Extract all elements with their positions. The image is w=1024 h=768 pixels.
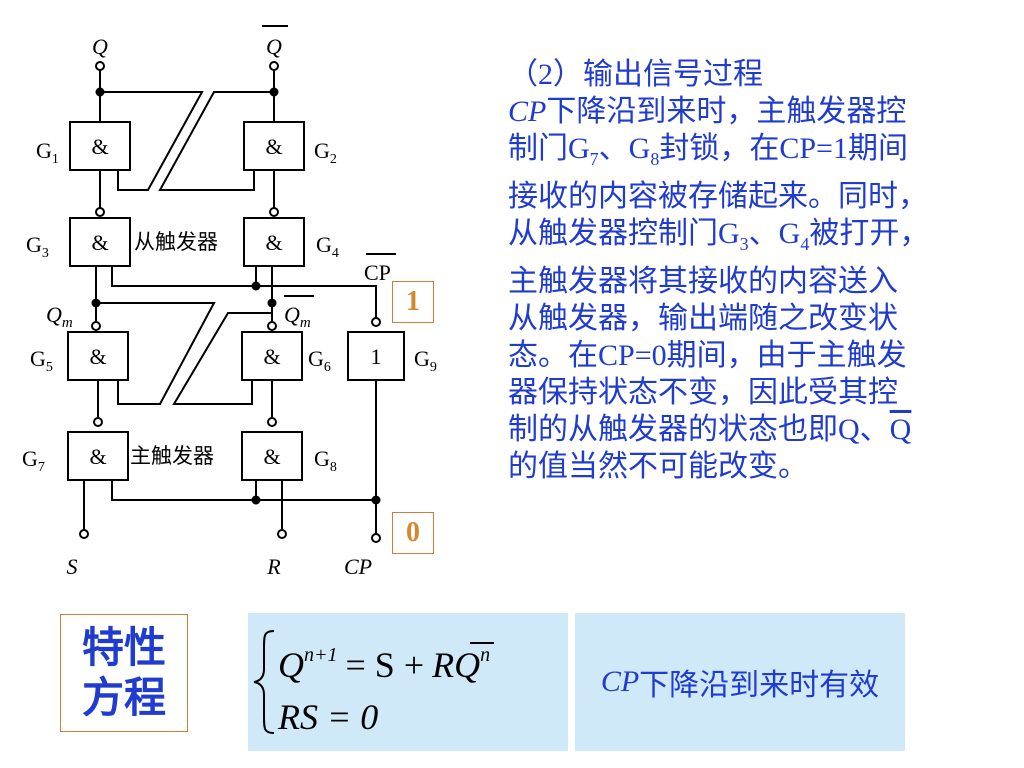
- gate-g5-symbol: &: [89, 344, 106, 369]
- gate-g7-symbol: &: [89, 444, 106, 469]
- equation-1: Qn+1= S +RQn: [278, 644, 490, 685]
- gate-g8-label: G8: [314, 446, 337, 475]
- desc-line-10: 的值当然不可能改变。: [508, 450, 808, 483]
- output-qbar-pin: [269, 61, 279, 71]
- input-r-label: R: [266, 554, 281, 579]
- gate-g8: [241, 431, 303, 481]
- output-qbar-label: Q: [266, 34, 282, 59]
- desc-line-8: 器保持状态不变，因此受其控: [508, 376, 898, 409]
- gate-g6-label: G6: [308, 346, 331, 375]
- gate-g4: [243, 217, 305, 267]
- cpbar-label: CP: [364, 260, 391, 285]
- gate-g3: [69, 217, 131, 267]
- desc-line-7: 态。在CP=0期间，由于主触发: [508, 339, 907, 372]
- desc-line-3: 接收的内容被存储起来。同时，: [508, 180, 928, 213]
- master-slave-flipflop-diagram: & & & & & & & & 1 G1 G2 G3 G4 G5 G6 G7 G…: [22, 25, 437, 579]
- gate-g7: [67, 431, 129, 481]
- characteristic-equation-title: 特性 方程: [60, 614, 188, 732]
- gate-g2-label: G2: [314, 138, 337, 167]
- output-q-label: Q: [92, 34, 108, 59]
- gate-g3-label: G3: [26, 232, 49, 261]
- desc-line-6: 从触发器，输出端随之改变状: [508, 302, 898, 335]
- desc-line-9: 制的从触发器的状态也即Q、Q: [508, 413, 912, 446]
- gate-g1: [69, 121, 131, 171]
- desc-heading: （2）输出信号过程: [508, 58, 763, 91]
- output-q-pin: [95, 61, 105, 71]
- cp-high-indicator: 1: [392, 281, 434, 323]
- gate-g9-symbol: 1: [371, 344, 382, 369]
- gate-g3-symbol: &: [91, 230, 108, 255]
- input-cp-pin: [371, 533, 381, 543]
- char-title-line-1: 特性: [81, 623, 166, 672]
- cp-low-indicator: 0: [392, 512, 434, 554]
- gate-g5-label: G5: [30, 346, 53, 375]
- gate-g9-label: G9: [414, 346, 437, 375]
- output-process-description: （2）输出信号过程 CP下降沿到来时，主触发器控 制门G7、G8封锁，在CP=1…: [508, 56, 998, 485]
- desc-line-4: 从触发器控制门G3、G4被打开，: [508, 217, 930, 254]
- gate-g4-symbol: &: [265, 230, 282, 255]
- gate-g1-symbol: &: [91, 134, 108, 159]
- char-title-line-2: 方程: [81, 673, 166, 722]
- qm-label: Qm: [46, 302, 73, 331]
- input-r-pin: [277, 529, 287, 539]
- desc-line-2: 制门G7、G8封锁，在CP=1期间: [508, 132, 908, 169]
- gate-g6-symbol: &: [263, 344, 280, 369]
- input-s-pin: [79, 529, 89, 539]
- equation-2: RS = 0: [277, 697, 378, 737]
- input-cp-label: CP: [344, 554, 372, 579]
- gate-g2-symbol: &: [265, 134, 282, 159]
- input-s-label: S: [67, 554, 78, 579]
- gate-g7-label: G7: [22, 446, 45, 475]
- gate-g1-label: G1: [36, 138, 59, 167]
- master-flipflop-label: 主触发器: [130, 444, 214, 468]
- gate-g4-label: G4: [316, 232, 339, 261]
- gate-g6: [241, 331, 303, 381]
- gate-g8-symbol: &: [263, 444, 280, 469]
- desc-line-5: 主触发器将其接收的内容送入: [508, 265, 898, 298]
- equation-graphic: Qn+1= S +RQn RS = 0: [253, 630, 494, 737]
- desc-line-1: CP下降沿到来时，主触发器控: [508, 95, 907, 128]
- equation-box: Qn+1= S +RQn RS = 0: [248, 613, 568, 751]
- qmbar-label: Qm: [284, 302, 311, 331]
- slave-flipflop-label: 从触发器: [134, 230, 218, 254]
